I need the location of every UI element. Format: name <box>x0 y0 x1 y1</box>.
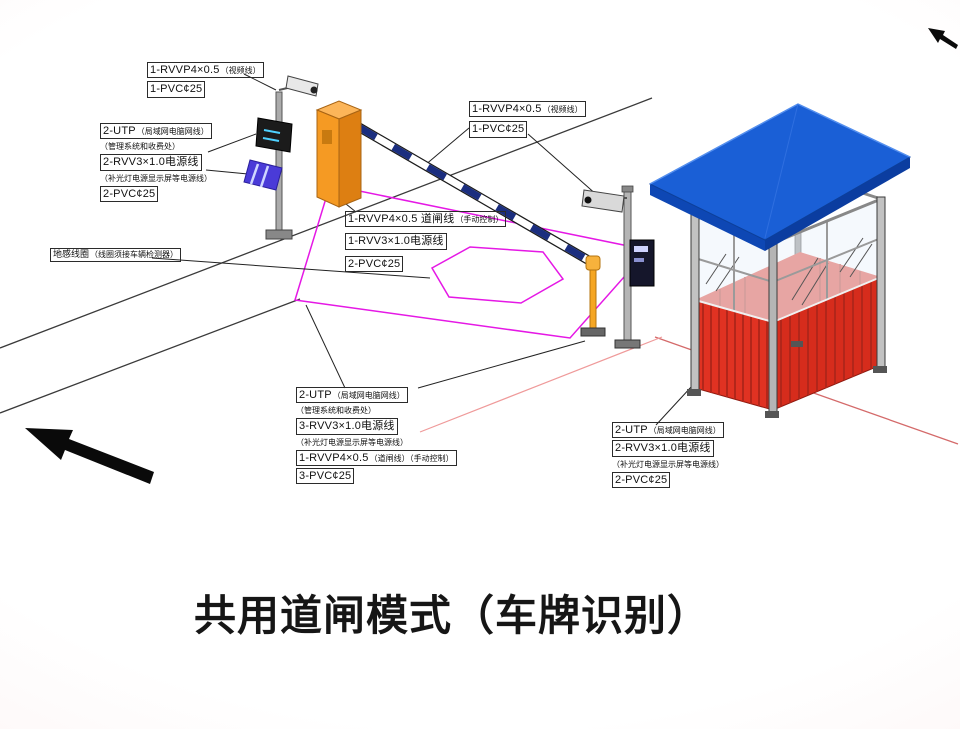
ground-loop-coil <box>430 246 565 304</box>
cable-label: 1-RVVP4×0.5 （视频线） <box>147 62 264 79</box>
conduit-label: 2-PVC¢25 <box>100 185 159 202</box>
exit-camera-pole <box>581 185 655 349</box>
power-label: 3-RVV3×1.0电源线 <box>296 418 398 435</box>
guard-booth <box>648 103 912 418</box>
utp-label: 2-UTP （局域网电脑网线） <box>296 387 408 404</box>
conduit-label: 2-PVC¢25 <box>345 255 404 272</box>
label-bottom-center-cables: 2-UTP （局域网电脑网线） （管理系统和收费处） 3-RVV3×1.0电源线… <box>296 387 457 485</box>
flood-light-icon <box>243 159 283 191</box>
label-camera-right-cables: 1-RVVP4×0.5 （视频线） 1-PVC¢25 <box>469 101 586 138</box>
barrier-arm <box>347 117 591 265</box>
leader-lines <box>151 73 693 426</box>
booth-roof <box>648 103 912 251</box>
label-camera-left-cables: 1-RVVP4×0.5 （视频线） 1-PVC¢25 <box>147 62 264 98</box>
label-booth-right-cables: 2-UTP （局域网电脑网线） 2-RVV3×1.0电源线 （补光灯电源显示屏等… <box>612 422 724 488</box>
power-label: 1-RVV3×1.0电源线 <box>345 233 447 250</box>
conduit-label: 1-PVC¢25 <box>469 121 528 138</box>
pole-base-flange <box>614 339 641 349</box>
note-label: （补光灯电源显示屏等电源线） <box>612 459 724 469</box>
label-console-left-cables: 2-UTP （局域网电脑网线） （管理系统和收费处） 2-RVV3×1.0电源线… <box>100 123 212 202</box>
led-display-icon <box>255 117 293 153</box>
cable-label: 1-RVVP4×0.5 （视频线） <box>469 101 586 118</box>
sensor-bollard <box>580 255 606 337</box>
pink-leader-lines <box>419 336 663 433</box>
small-direction-arrow <box>928 28 958 49</box>
conduit-label: 2-PVC¢25 <box>612 471 671 488</box>
label-ground-loop: 地感线圈 （线圈须接车辆检测器） <box>50 248 182 262</box>
lpr-camera-icon <box>581 189 625 213</box>
pole-base <box>265 229 293 240</box>
entry-camera-pole <box>243 75 319 240</box>
label-barrier-center-cables: 1-RVVP4×0.5 道闸线 （手动控制） 1-RVV3×1.0电源线 2-P… <box>345 211 507 272</box>
cable-label: 1-RVVP4×0.5 道闸线 （手动控制） <box>345 211 507 228</box>
barrier-gate-cabinet <box>315 100 363 208</box>
note-label: （补光灯电源显示屏等电源线） <box>100 173 212 183</box>
note-label: （管理系统和收费处） <box>296 406 376 416</box>
power-label: 2-RVV3×1.0电源线 <box>100 154 202 171</box>
power-label: 2-RVV3×1.0电源线 <box>612 440 714 457</box>
diagram-title: 共用道闸模式（车牌识别） <box>193 592 711 639</box>
big-direction-arrow <box>25 428 154 484</box>
note-label: （补光灯电源显示屏等电源线） <box>296 437 408 447</box>
ground-loop-label: 地感线圈 （线圈须接车辆检测器） <box>50 248 182 262</box>
utp-label: 2-UTP （局域网电脑网线） <box>612 422 724 439</box>
utp-label: 2-UTP （局域网电脑网线） <box>100 123 212 140</box>
conduit-label: 1-PVC¢25 <box>147 81 206 98</box>
pole <box>275 91 283 233</box>
barrier-cable-label: 1-RVVP4×0.5 （道闸线）（手动控制） <box>296 449 457 466</box>
note-label: （管理系统和收费处） <box>100 142 180 152</box>
lpr-camera-icon <box>285 75 319 97</box>
conduit-label: 3-PVC¢25 <box>296 467 355 485</box>
